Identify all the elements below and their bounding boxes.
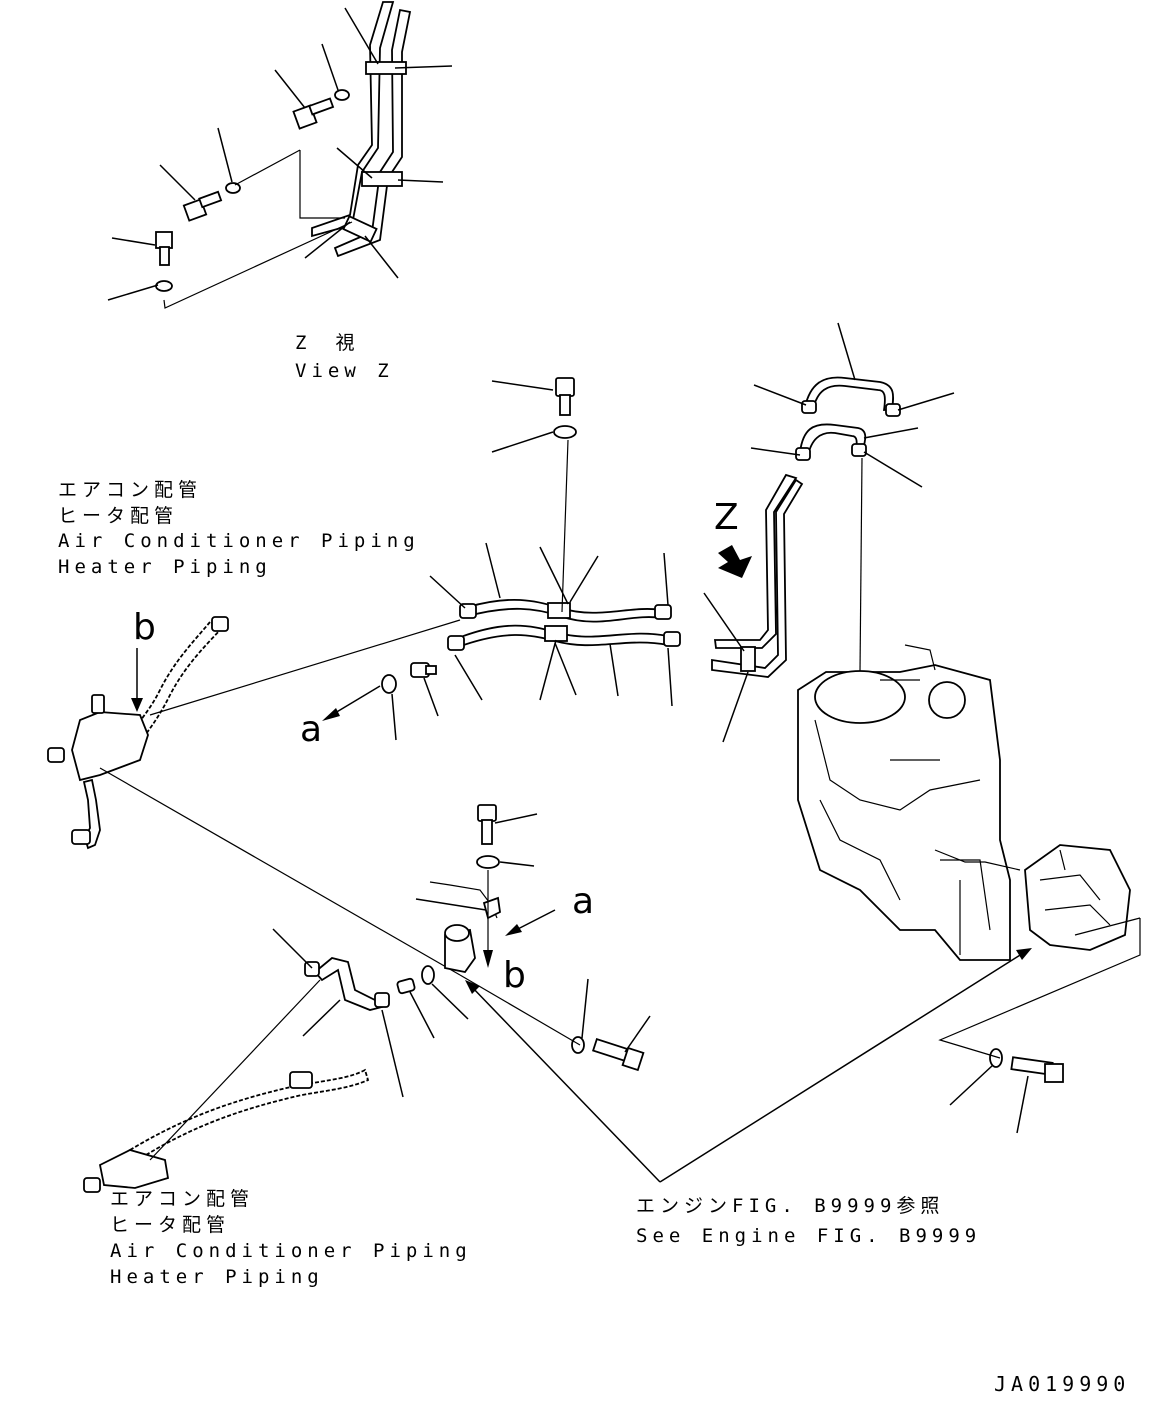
view-z-arrow (718, 545, 752, 578)
callout-b-top: b (133, 607, 156, 648)
hose-clamp-2 (544, 625, 568, 642)
callout-a-right: a (572, 881, 595, 922)
engine-ref-label-jp: エンジンFIG. B9999参照 (636, 1195, 945, 1217)
view-z-bolt-3 (155, 231, 173, 266)
view-z-bolt-2 (182, 190, 223, 222)
view-z-pipe-right (333, 8, 412, 258)
fuel-pump (1024, 844, 1131, 951)
engine-block (797, 644, 1141, 961)
engine-housing (797, 664, 1011, 961)
bolt-a (591, 1037, 645, 1072)
lower-leaders (272, 928, 1029, 1134)
u-pipe-fittings (795, 400, 901, 461)
vertical-pipe (713, 473, 798, 649)
hose-clamp-1 (547, 602, 571, 619)
bolt-b (1010, 1056, 1064, 1083)
middle-hose-assembly (322, 377, 681, 741)
ac-piping-label-jp-bottom: エアコン配管 (110, 1188, 255, 1210)
ac-piping-label-jp-top: エアコン配管 (58, 479, 203, 501)
callout-a-left: a (300, 709, 323, 750)
valve-body-left (71, 711, 149, 782)
view-z-label-en: View Z (295, 360, 394, 382)
heater-piping-label-jp-bottom: ヒータ配管 (110, 1214, 231, 1236)
washer-b (989, 1048, 1003, 1068)
elbow-fitting-lower (396, 977, 416, 995)
elbow-fitting-upper (410, 662, 437, 678)
view-z-washer-3 (155, 280, 173, 292)
right-pipes (703, 322, 955, 743)
view-z-detail (107, 1, 453, 309)
solenoid-valve (415, 804, 556, 973)
engine-cap (928, 681, 966, 719)
mid-washer (553, 425, 577, 439)
mid-bolt (555, 377, 575, 416)
callout-z: Z (714, 497, 739, 538)
o-ring-lower (421, 965, 435, 985)
arrow-a-upper (322, 685, 381, 721)
vertical-pipe-2 (711, 478, 804, 678)
heater-valve-left (47, 616, 461, 976)
lower-valve-body (98, 1149, 170, 1189)
view-z-pipe-left (311, 1, 395, 238)
lower-parts (83, 918, 1141, 1193)
drawing-id: JA019990 (994, 1372, 1131, 1396)
view-z-leaders (107, 7, 453, 301)
view-z-washer-1 (334, 89, 350, 101)
engine-flange (814, 670, 906, 724)
callout-b-bottom: b (503, 955, 526, 996)
heater-piping-label-en-top: Heater Piping (58, 556, 272, 578)
middle-leaders (391, 380, 673, 741)
lower-hose (128, 1068, 370, 1162)
engine-ref-leaders (465, 948, 1032, 1183)
heater-piping-label-en-bottom: Heater Piping (110, 1266, 324, 1288)
engine-ref-label-en: See Engine FIG. B9999 (636, 1225, 982, 1247)
right-leaders (703, 322, 955, 743)
ac-piping-label-en-bottom: Air Conditioner Piping (110, 1240, 472, 1262)
ac-piping-label-en-top: Air Conditioner Piping (58, 530, 420, 552)
solenoid-bolt (477, 804, 497, 845)
washer-a (571, 1036, 585, 1054)
view-z-label-jp: Z 視 (295, 332, 360, 354)
heater-piping-label-jp-top: ヒータ配管 (58, 505, 179, 527)
arrow-a-lower (505, 909, 556, 936)
vertical-pipe-clamp (740, 646, 756, 672)
solenoid-washer (476, 855, 500, 869)
u-pipe-upper (803, 376, 894, 412)
solenoid-leaders (415, 813, 538, 911)
view-z-bolt-1 (292, 97, 335, 130)
o-ring-upper (381, 674, 397, 694)
view-z-washer-2 (225, 182, 241, 194)
